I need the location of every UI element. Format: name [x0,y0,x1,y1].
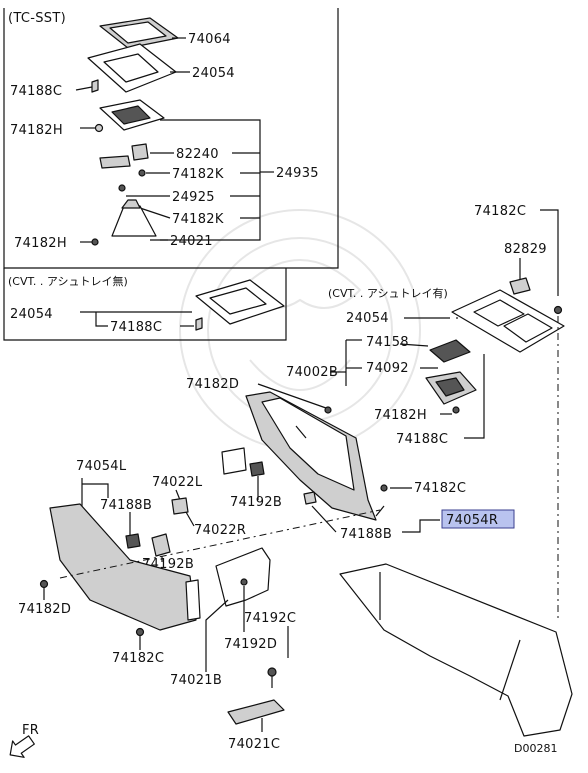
part-label-74182H-c[interactable]: 74182H [374,408,427,423]
clip-part [303,491,317,505]
part-label-74188C-b[interactable]: 74188C [110,320,162,335]
part-label-82829[interactable]: 82829 [504,242,547,257]
part-label-74022R[interactable]: 74022R [194,523,246,538]
side-panel-left-part [49,503,197,631]
diagram-code: D00281 [514,742,557,755]
ashtray-well [435,377,465,397]
shift-bezel-cvt-opening [209,287,267,315]
part-label-74192B-b[interactable]: 74192B [230,495,282,510]
screw-head [452,406,460,414]
group-label-cvt-no-tray: (CVT. . アシュトレイ無) [8,274,128,288]
tray-opening [473,299,525,327]
group-label-cvt-with-tray: (CVT. . アシュトレイ有) [328,286,448,300]
screw-head [138,169,146,177]
part-label-74182C-c[interactable]: 74182C [112,651,164,666]
part-label-74188C-a[interactable]: 74188C [10,84,62,99]
part-label-74192C[interactable]: 74192C [244,611,296,626]
part-label-24054-c[interactable]: 24054 [346,311,389,326]
part-label-74021C[interactable]: 74021C [228,737,280,752]
part-label-74182H-b[interactable]: 74182H [14,236,67,251]
alignment-line [59,509,381,579]
part-label-74192D[interactable]: 74192D [224,637,277,652]
clip-part [91,79,99,93]
grommet-part [151,533,171,557]
cvt-no-tray-frame [3,268,287,341]
bracket-part [171,497,189,515]
bracket-part [99,155,131,169]
screw-head [135,627,145,637]
screw-head [380,484,388,492]
part-label-74182D-b[interactable]: 74182D [18,602,71,617]
orientation-label: FR [22,723,39,738]
part-label-74188C-c[interactable]: 74188C [396,432,448,447]
screw-head [94,123,104,133]
boot-top [121,199,141,209]
screw-head [240,578,248,586]
part-label-74182C-b[interactable]: 74182C [414,481,466,496]
highlight-box [441,509,515,529]
part-label-24925[interactable]: 24925 [172,190,215,205]
side-panel-right-face [261,397,355,491]
part-label-74182C-a[interactable]: 74182C [474,204,526,219]
floor-bracket-part [227,699,285,725]
part-label-74182K-a[interactable]: 74182K [172,167,224,182]
clip-part [125,533,141,549]
part-label-74182D-a[interactable]: 74182D [186,377,239,392]
part-label-74158[interactable]: 74158 [366,335,409,350]
part-label-82240[interactable]: 82240 [176,147,219,162]
screw-head [118,184,126,192]
mount-bracket-part [215,547,271,607]
screw-head [39,579,49,589]
part-label-74092[interactable]: 74092 [366,361,409,376]
part-label-24054-a[interactable]: 24054 [192,66,235,81]
part-label-74064[interactable]: 74064 [188,32,231,47]
shift-bezel-opening [103,53,159,83]
part-label-74054L[interactable]: 74054L [76,459,127,474]
floor-console-body [339,563,573,737]
screw-head [553,305,563,315]
screw-head [91,238,99,246]
grommet-part [249,461,265,477]
indicator-window [111,105,151,125]
bracket-part [221,447,247,475]
part-label-24054-b[interactable]: 24054 [10,307,53,322]
part-label-24021[interactable]: 24021 [170,234,213,249]
screw-head [324,406,332,414]
side-panel-left-edge [185,579,201,621]
part-label-74182K-b[interactable]: 74182K [172,212,224,227]
tray-opening-2 [503,313,553,343]
console-lid-inner [109,21,167,44]
group-label-tc-sst: (TC-SST) [8,11,66,26]
front-direction-arrow-icon [9,735,35,758]
part-label-74002B[interactable]: 74002B [286,365,338,380]
part-label-74182H-a[interactable]: 74182H [10,123,63,138]
shift-boot-part [111,205,157,237]
part-label-74188B-a[interactable]: 74188B [100,498,152,513]
part-label-74054R[interactable]: 74054R [446,513,498,528]
part-label-24935[interactable]: 24935 [276,166,319,181]
part-label-74021B[interactable]: 74021B [170,673,222,688]
part-label-74022L[interactable]: 74022L [152,475,203,490]
clip-part [195,317,203,331]
connector-part [131,143,149,161]
screw-head [267,667,277,677]
part-label-74188B-b[interactable]: 74188B [340,527,392,542]
tc-sst-frame [3,8,339,269]
ashtray-lid-part [429,339,471,363]
lamp-part [509,277,531,295]
